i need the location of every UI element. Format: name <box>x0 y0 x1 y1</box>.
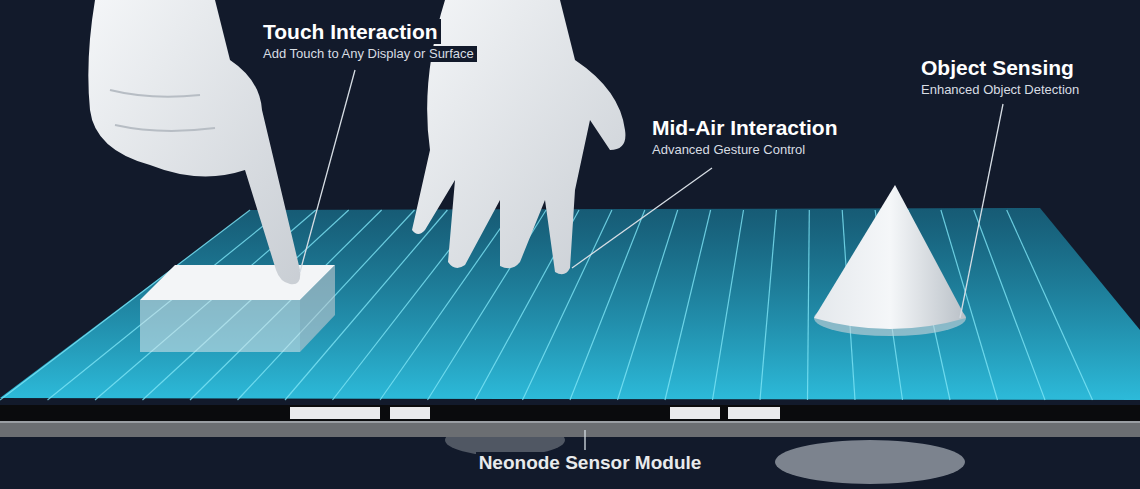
cube <box>140 300 300 352</box>
module-bar <box>0 421 1140 437</box>
leader-lines <box>300 70 1003 450</box>
gesture-hand <box>412 0 625 274</box>
callout-heading: Mid-Air Interaction <box>649 115 841 140</box>
callout-subtitle: Add Touch to Any Display or Surface <box>260 46 477 62</box>
sensor-windows <box>290 407 780 419</box>
callout-subtitle: Enhanced Object Detection <box>918 82 1082 98</box>
callout-heading: Object Sensing <box>918 55 1077 80</box>
sensor-strip <box>0 405 1140 421</box>
callout-heading: Touch Interaction <box>260 19 441 44</box>
callout-subtitle: Advanced Gesture Control <box>649 142 808 158</box>
cone-reflection <box>775 440 965 484</box>
module-label: Neonode Sensor Module <box>476 452 705 475</box>
